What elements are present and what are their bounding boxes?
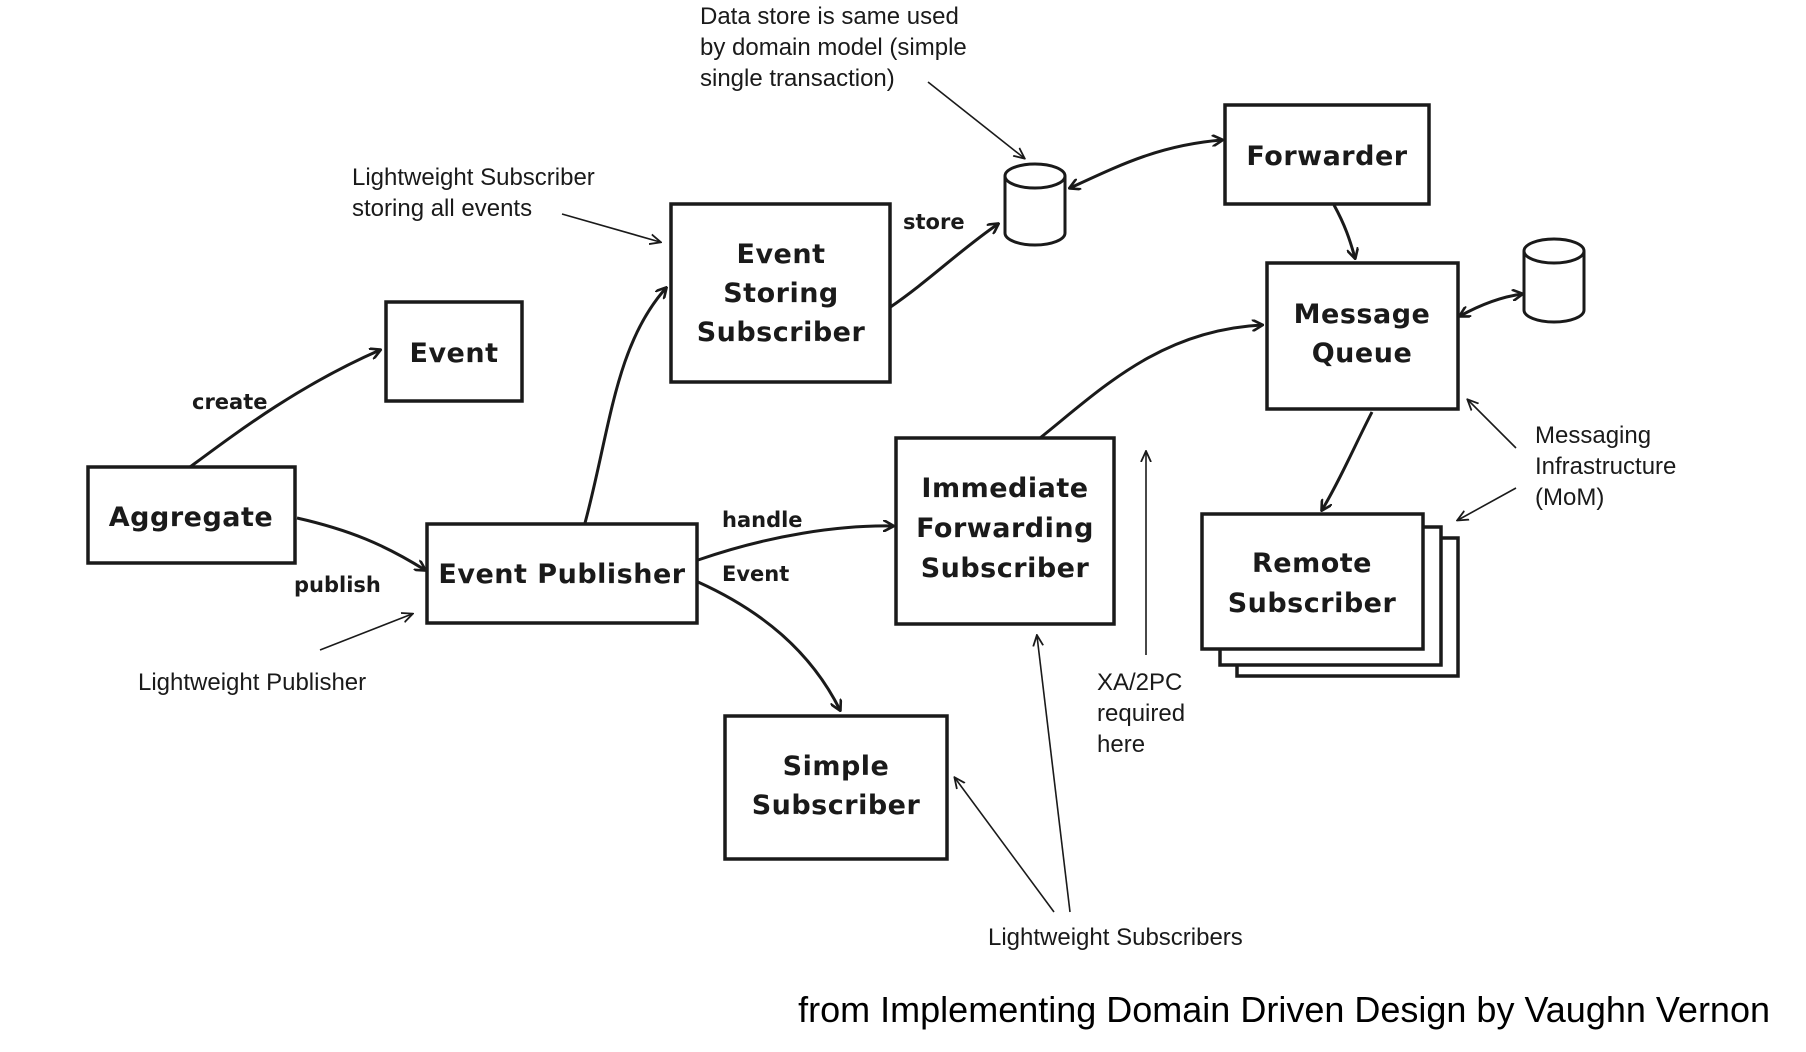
edge-publisher-to-storing-subscriber [583,288,666,524]
node-event-storing-subscriber-line-3: Subscriber [697,317,866,348]
node-event-publisher: Event Publisher [425,522,699,625]
node-remote-subscriber-line-2: Subscriber [1228,588,1397,619]
node-remote-subscriber: Remote Subscriber [1200,512,1460,678]
annotation-data-store: Data store is same used by domain model … [700,3,967,92]
annotation-messaging-infrastructure-line-1: Messaging [1535,422,1651,449]
edge-aggregate-publish-event-publisher [296,516,425,570]
node-aggregate-label: Aggregate [109,502,273,533]
annotation-data-store-line-1: Data store is same used [700,3,959,30]
edge-message-queue-datastore2 [1460,294,1522,316]
annotation-xa-2pc-line-3: here [1097,731,1145,758]
node-event-storing-subscriber-line-2: Storing [723,278,839,309]
annotation-lightweight-subscriber-line-1: Lightweight Subscriber [352,164,595,191]
annotation-xa-2pc: XA/2PC required here [1097,669,1185,758]
pointer-lightweight-subscribers-forwarding [1037,636,1071,913]
node-event-storing-subscriber: Event Storing Subscriber [669,202,892,384]
edge-publisher-to-simple-subscriber [697,580,840,710]
edge-label-create: create [192,390,268,414]
annotation-messaging-infrastructure-line-3: (MoM) [1535,484,1604,511]
node-event-publisher-label: Event Publisher [438,559,685,590]
edge-storing-subscriber-store [888,224,998,310]
edge-label-publish: publish [294,573,381,597]
pointer-lightweight-publisher [319,614,412,651]
pointer-messaging-infra-queue [1468,400,1517,449]
node-event: Event [384,300,524,403]
edge-forwarder-to-message-queue [1332,204,1355,258]
message-store-icon [1522,237,1586,324]
annotation-messaging-infrastructure-line-2: Infrastructure [1535,453,1676,480]
pointer-messaging-infra-remote [1458,487,1517,520]
node-event-label: Event [410,338,499,369]
edge-forwarding-to-message-queue [1039,325,1262,440]
node-immediate-forwarding-subscriber: Immediate Forwarding Subscriber [894,436,1116,626]
node-immediate-forwarding-subscriber-line-3: Subscriber [921,553,1090,584]
datastore-icon [1003,162,1067,247]
node-forwarder: Forwarder [1223,103,1431,206]
pointer-data-store [927,81,1024,158]
edge-message-queue-to-remote-subscriber [1322,411,1374,510]
node-immediate-forwarding-subscriber-line-1: Immediate [921,473,1088,504]
credit-text: from Implementing Domain Driven Design b… [798,989,1770,1030]
node-message-queue: Message Queue [1265,261,1460,411]
edge-label-store: store [903,210,965,234]
edge-label-event: Event [722,562,789,586]
annotation-data-store-line-2: by domain model (simple [700,34,967,61]
node-event-storing-subscriber-line-1: Event [737,239,826,270]
edge-publisher-handle-forwarding [697,526,893,562]
edge-label-handle: handle [722,508,803,532]
node-remote-subscriber-line-1: Remote [1252,548,1372,579]
annotation-xa-2pc-line-1: XA/2PC [1097,669,1182,696]
node-aggregate: Aggregate [86,465,297,565]
annotation-lightweight-subscriber-line-2: storing all events [352,195,532,222]
node-immediate-forwarding-subscriber-line-2: Forwarding [916,513,1094,544]
node-message-queue-line-2: Queue [1312,338,1413,369]
edge-aggregate-create-event [189,350,380,469]
edge-datastore-forwarder [1070,140,1222,188]
annotation-xa-2pc-line-2: required [1097,700,1185,727]
annotation-lightweight-publisher: Lightweight Publisher [138,669,366,696]
node-message-queue-line-1: Message [1294,299,1431,330]
annotation-lightweight-subscriber: Lightweight Subscriber storing all event… [352,164,595,222]
node-simple-subscriber-line-2: Subscriber [752,790,921,821]
node-simple-subscriber: Simple Subscriber [723,714,949,861]
annotation-lightweight-subscribers: Lightweight Subscribers [988,924,1243,951]
node-forwarder-label: Forwarder [1246,141,1407,172]
annotation-messaging-infrastructure: Messaging Infrastructure (MoM) [1535,422,1676,511]
pointer-lightweight-subscriber [561,213,660,242]
annotation-data-store-line-3: single transaction) [700,65,895,92]
pointer-lightweight-subscribers-simple [955,778,1055,913]
node-simple-subscriber-line-1: Simple [783,751,890,782]
